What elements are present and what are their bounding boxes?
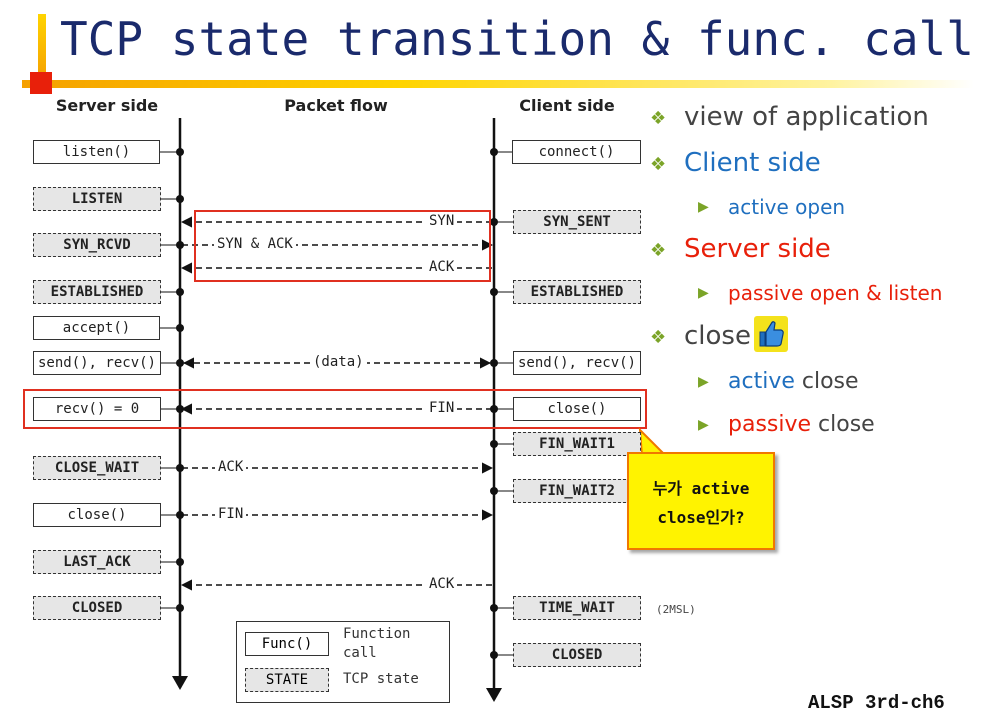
client-time-wait-state: TIME_WAIT — [513, 596, 641, 620]
timeline-dots — [176, 148, 498, 659]
thumbs-up-icon — [754, 316, 788, 352]
flow-label-data: (data) — [310, 354, 367, 370]
title-underline-bar — [22, 80, 974, 88]
bullet-close-text: close — [684, 321, 751, 351]
close-highlight — [23, 389, 647, 429]
bullet-view-text: view of application — [684, 102, 929, 132]
triangle-bullet-icon: ▶ — [698, 285, 709, 301]
title-accent-bar — [38, 14, 46, 80]
server-listen-state: LISTEN — [33, 187, 161, 211]
server-close-wait-state: CLOSE_WAIT — [33, 456, 161, 480]
bullet-client-text: Client side — [684, 148, 821, 178]
flow-label-fin-1: FIN — [426, 400, 458, 416]
flow-label-ack-1: ACK — [426, 259, 458, 275]
client-established-state: ESTABLISHED — [513, 280, 641, 304]
bullet-server-sub-text: passive open & listen — [728, 281, 943, 305]
bullet-server-sub: ▶ passive open & listen — [698, 281, 942, 305]
legend-state-box: STATE — [245, 668, 329, 692]
diamond-bullet-icon: ❖ — [650, 327, 667, 348]
triangle-bullet-icon: ▶ — [698, 374, 709, 390]
server-timeline-arrow — [172, 676, 188, 690]
server-syn-rcvd-state: SYN_RCVD — [33, 233, 161, 257]
bullet-client-sub-text: active open — [728, 195, 846, 219]
server-established-state: ESTABLISHED — [33, 280, 161, 304]
passive-word: passive — [728, 412, 812, 437]
flow-label-ack-3: ACK — [426, 576, 458, 592]
legend-func-box: Func() — [245, 632, 329, 656]
server-close-func: close() — [33, 503, 161, 527]
server-connectors — [159, 151, 180, 609]
diamond-bullet-icon: ❖ — [650, 240, 667, 261]
diamond-bullet-icon: ❖ — [650, 154, 667, 175]
triangle-bullet-icon: ▶ — [698, 417, 709, 433]
client-fin-wait1-state: FIN_WAIT1 — [513, 432, 641, 456]
client-timeline-arrow — [486, 688, 502, 702]
client-column-header: Client side — [519, 96, 615, 115]
title-accent-square — [30, 72, 52, 94]
active-close-word: close — [794, 369, 859, 394]
question-callout: 누가 active close인가? — [627, 452, 775, 550]
diamond-bullet-icon: ❖ — [650, 108, 667, 129]
bullet-server-text: Server side — [684, 234, 831, 264]
bullet-close: ❖ close — [650, 321, 751, 351]
client-close-func: close() — [513, 397, 641, 421]
bullet-passive-close: ▶ passive close — [698, 412, 875, 437]
server-last-ack-state: LAST_ACK — [33, 550, 161, 574]
bullet-view: ❖ view of application — [650, 102, 929, 132]
legend: Func() Function call STATE TCP state — [236, 621, 450, 703]
callout-line-1: 누가 active — [652, 479, 750, 498]
callout-line-2: close인가? — [657, 508, 745, 527]
client-fin-wait2-state: FIN_WAIT2 — [513, 479, 641, 503]
flow-label-syn: SYN — [426, 213, 458, 229]
packet-column-header: Packet flow — [284, 96, 388, 115]
active-word: active — [728, 369, 795, 394]
flow-label-fin-2: FIN — [215, 506, 247, 522]
bullet-client-sub: ▶ active open — [698, 195, 845, 219]
slide-title: TCP state transition & func. call — [60, 12, 974, 66]
legend-func-text-1: Function — [343, 626, 411, 642]
client-connect-func: connect() — [512, 140, 641, 164]
server-column-header: Server side — [55, 96, 159, 115]
bullet-active-close: ▶ active close — [698, 369, 859, 394]
legend-state-text: TCP state — [343, 671, 419, 687]
triangle-bullet-icon: ▶ — [698, 199, 709, 215]
client-syn-sent-state: SYN_SENT — [513, 210, 641, 234]
bullet-server: ❖ Server side — [650, 234, 831, 264]
client-connectors — [494, 151, 513, 656]
bullet-client: ❖ Client side — [650, 148, 821, 178]
server-listen-func: listen() — [33, 140, 160, 164]
flow-label-syn-ack: SYN & ACK — [214, 236, 296, 252]
time-wait-note: (2MSL) — [656, 603, 696, 616]
slide-footer: ALSP 3rd-ch6 — [808, 692, 945, 714]
handshake-highlight — [194, 210, 491, 282]
server-closed-state: CLOSED — [33, 596, 161, 620]
flow-label-ack-2: ACK — [215, 459, 247, 475]
server-send-recv-func: send(), recv() — [33, 351, 161, 375]
legend-func-text-2: call — [343, 645, 377, 661]
client-closed-state: CLOSED — [513, 643, 641, 667]
server-accept-func: accept() — [33, 316, 160, 340]
server-recv-zero-func: recv() = 0 — [33, 397, 161, 421]
client-send-recv-func: send(), recv() — [513, 351, 641, 375]
passive-close-word: close — [811, 412, 875, 437]
